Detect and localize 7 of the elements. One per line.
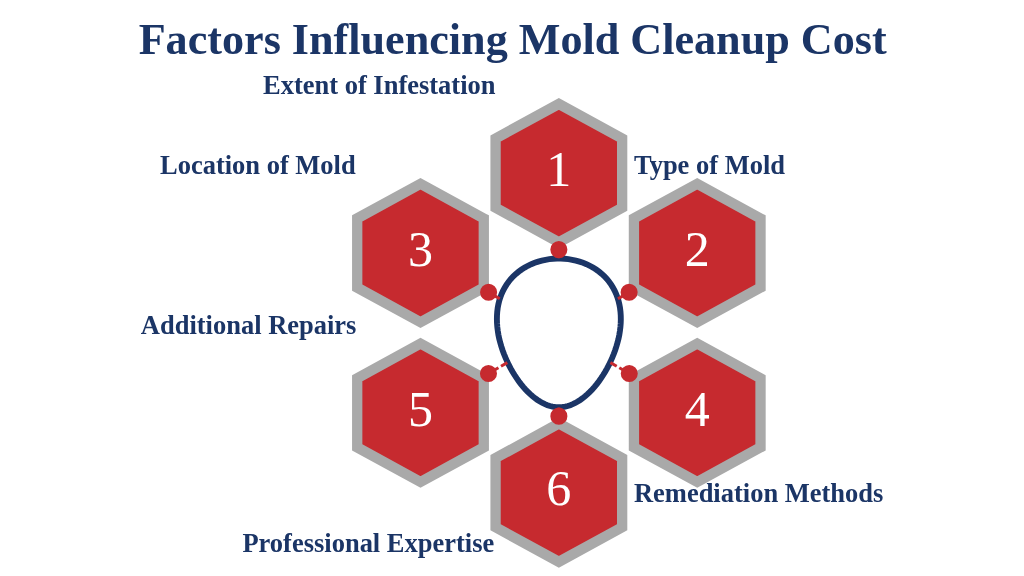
- connector: [479, 283, 500, 301]
- node-label: Professional Expertise: [241, 528, 494, 559]
- diagram-title: Factors Influencing Mold Cleanup Cost: [138, 14, 887, 64]
- connector: [609, 361, 638, 383]
- connector: [616, 283, 638, 301]
- node-label: Extent of Infestation: [262, 70, 495, 101]
- connector: [479, 361, 508, 383]
